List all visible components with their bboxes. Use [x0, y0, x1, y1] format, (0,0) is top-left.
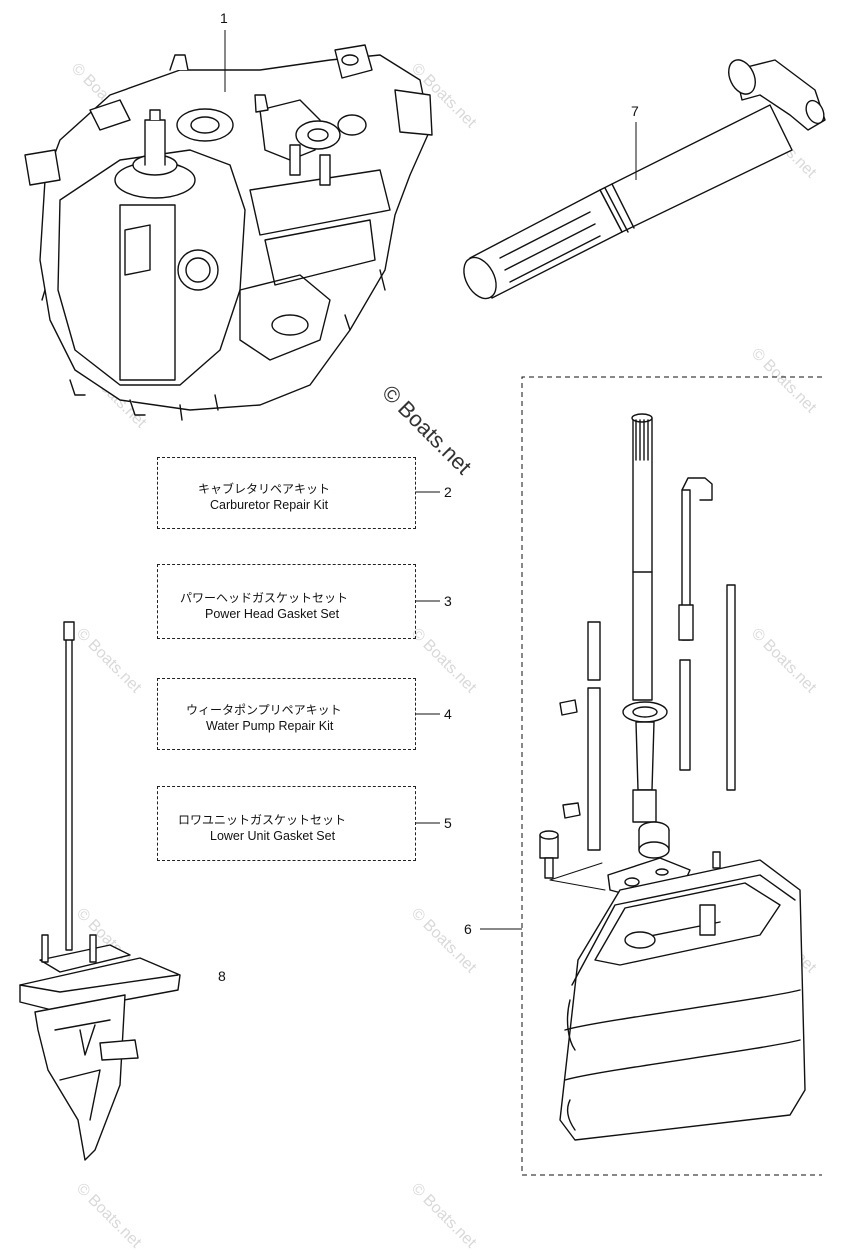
- kit-label-jp: ロワユニットガスケットセット: [178, 813, 347, 827]
- parts-diagram: © Boats.net © Boats.net © Boats.net © Bo…: [19, 10, 826, 1251]
- callout-5: 5: [444, 815, 452, 831]
- kit-box-power-head: パワーヘッドガスケットセット Power Head Gasket Set: [157, 564, 416, 639]
- kit-label-jp: パワーヘッドガスケットセット: [180, 591, 349, 605]
- kit-label-en: Carburetor Repair Kit: [210, 498, 329, 512]
- kit-label-en: Power Head Gasket Set: [205, 607, 340, 621]
- callout-2: 2: [444, 484, 452, 500]
- driveshaft-housing-illustration: [539, 413, 806, 1141]
- callout-1: 1: [220, 10, 228, 26]
- callout-6: 6: [464, 921, 472, 937]
- kit-label-en: Water Pump Repair Kit: [206, 719, 334, 733]
- power-head-illustration: [24, 44, 433, 421]
- kit-box-lower-unit: ロワユニットガスケットセット Lower Unit Gasket Set: [157, 786, 416, 861]
- diagram-drawing: [19, 30, 826, 1176]
- kit-box-carburetor: キャブレタリペアキット Carburetor Repair Kit: [157, 457, 416, 529]
- kit-label-en: Lower Unit Gasket Set: [210, 829, 336, 843]
- lower-unit-illustration: [19, 621, 181, 1161]
- callout-4: 4: [444, 706, 452, 722]
- kit-label-jp: キャブレタリペアキット: [198, 482, 331, 496]
- callout-3: 3: [444, 593, 452, 609]
- callout-8: 8: [218, 968, 226, 984]
- callout-7: 7: [631, 103, 639, 119]
- tiller-handle-illustration: [463, 59, 826, 300]
- kit-label-jp: ウィータポンプリペアキット: [186, 703, 342, 717]
- kit-box-water-pump: ウィータポンプリペアキット Water Pump Repair Kit: [157, 678, 416, 750]
